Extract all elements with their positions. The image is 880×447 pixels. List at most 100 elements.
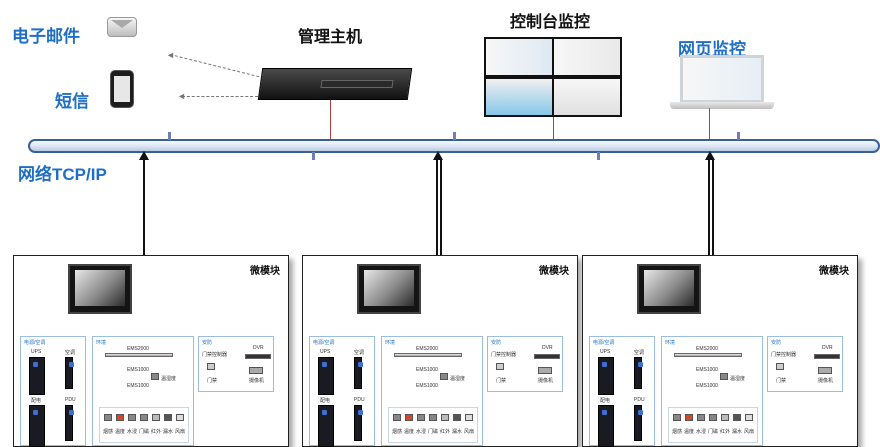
ac-label: 空调 bbox=[354, 350, 365, 356]
power-cooling-panel: 电源/空调 UPS 空调 配电 PDU bbox=[309, 336, 375, 447]
ems1000a-label: EMS1000 bbox=[127, 367, 149, 373]
module-title: 微模块 bbox=[250, 266, 280, 277]
uplink-arrow-2b bbox=[440, 158, 442, 255]
sensor-icon bbox=[685, 414, 693, 421]
temp-hum-sensor bbox=[151, 373, 159, 380]
pdu-cabinet bbox=[29, 405, 45, 447]
environment-panel: 环境 EMS2000 EMS1000 EMS1000 温湿度 烟感 温度 水浸 … bbox=[381, 336, 483, 446]
sensor-strip: 烟感 温度 水浸 门磁 红外 漏水 风扇 bbox=[668, 407, 758, 443]
camera-icon bbox=[538, 367, 552, 374]
host-label: 管理主机 bbox=[298, 29, 363, 46]
ems1000a-label: EMS1000 bbox=[416, 367, 438, 373]
uplink-arrow-3a bbox=[708, 158, 710, 255]
security-panel: 安防 门禁控制器 DVR 门禁 摄像机 bbox=[767, 336, 843, 392]
phone-icon bbox=[110, 70, 134, 108]
server-icon bbox=[257, 68, 413, 100]
pdu-cabinet bbox=[318, 405, 334, 447]
environment-label: 环境 bbox=[665, 340, 676, 346]
uplink-arrow-2a bbox=[436, 158, 438, 255]
door-short-label: 门禁 bbox=[496, 378, 507, 384]
camera-icon bbox=[249, 367, 263, 374]
dvr-device bbox=[814, 354, 840, 359]
ups-label: UPS bbox=[600, 349, 611, 355]
temp-hum-label: 温湿度 bbox=[730, 376, 746, 382]
host-link bbox=[330, 100, 331, 140]
sensor-icon bbox=[429, 414, 437, 421]
sensor-label: 水浸 bbox=[416, 429, 427, 435]
power-cooling-label: 电源/空调 bbox=[24, 340, 46, 346]
sensor-label: 风扇 bbox=[464, 429, 475, 435]
power-cooling-label: 电源/空调 bbox=[593, 340, 615, 346]
dvr-device bbox=[534, 354, 560, 359]
dvr-device bbox=[245, 354, 271, 359]
micro-module-1: 微模块 电源/空调 UPS 空调 配电 PDU 环境 EMS2000 EMS10… bbox=[13, 255, 289, 447]
sensor-icon bbox=[104, 414, 112, 421]
sensor-icon bbox=[405, 414, 413, 421]
sensor-icon bbox=[465, 414, 473, 421]
ems2000-device bbox=[394, 353, 462, 357]
environment-panel: 环境 EMS2000 EMS1000 EMS1000 温湿度 烟感 温度 水浸 … bbox=[92, 336, 194, 446]
ems1000b-label: EMS1000 bbox=[416, 383, 438, 389]
dashed-arrow-sms bbox=[182, 96, 258, 97]
pdu-strip bbox=[354, 405, 363, 441]
ups-label: UPS bbox=[320, 349, 331, 355]
sms-label: 短信 bbox=[55, 92, 89, 111]
sensor-label: 红外 bbox=[151, 429, 162, 435]
module-monitor bbox=[357, 264, 421, 314]
sensor-icon bbox=[152, 414, 160, 421]
ems2000-label: EMS2000 bbox=[127, 346, 149, 352]
security-label: 安防 bbox=[491, 340, 502, 346]
pdu-strip bbox=[634, 405, 643, 441]
console-monitor-3 bbox=[484, 77, 554, 117]
sensor-label: 风扇 bbox=[175, 429, 186, 435]
sensor-label: 风扇 bbox=[744, 429, 755, 435]
micro-module-2: 微模块 电源/空调 UPS 空调 配电 PDU 环境 EMS2000 EMS10… bbox=[302, 255, 578, 447]
bus-tick bbox=[168, 132, 171, 140]
bus-tick bbox=[737, 132, 740, 140]
sensor-label: 红外 bbox=[720, 429, 731, 435]
sensor-label: 红外 bbox=[440, 429, 451, 435]
door-label: 门禁控制器 bbox=[491, 352, 517, 358]
temp-hum-sensor bbox=[720, 373, 728, 380]
ac-label: 空调 bbox=[65, 350, 76, 356]
ac-cabinet bbox=[65, 357, 74, 389]
dvr-label: DVR bbox=[542, 345, 553, 351]
sensor-icon bbox=[417, 414, 425, 421]
pdu-label: PDU bbox=[634, 397, 645, 403]
console-monitor-2 bbox=[552, 37, 622, 77]
bus-tick bbox=[453, 132, 456, 140]
environment-label: 环境 bbox=[385, 340, 396, 346]
camera-label: 摄像机 bbox=[538, 378, 554, 384]
sensor-label: 水浸 bbox=[696, 429, 707, 435]
uplink-arrow-1 bbox=[143, 158, 145, 255]
door-short-label: 门禁 bbox=[776, 378, 787, 384]
console-monitor-4 bbox=[552, 77, 622, 117]
sensor-icon bbox=[697, 414, 705, 421]
ems2000-device bbox=[105, 353, 173, 357]
sensor-label: 烟感 bbox=[103, 429, 114, 435]
power-cooling-panel: 电源/空调 UPS 空调 配电 PDU bbox=[20, 336, 86, 447]
door-controller bbox=[776, 363, 784, 370]
pdu-cabinet bbox=[598, 405, 614, 447]
sensor-icon bbox=[176, 414, 184, 421]
bus-tick bbox=[312, 152, 315, 160]
pdu-label: PDU bbox=[65, 397, 76, 403]
arrowhead-3 bbox=[705, 151, 715, 160]
dvr-label: DVR bbox=[822, 345, 833, 351]
ems1000b-label: EMS1000 bbox=[696, 383, 718, 389]
ups-cabinet bbox=[598, 357, 614, 395]
micro-module-3: 微模块 电源/空调 UPS 空调 配电 PDU 环境 EMS2000 EMS10… bbox=[582, 255, 858, 447]
sensor-label: 温度 bbox=[684, 429, 695, 435]
dashed-arrowhead-sms: ◄ bbox=[177, 91, 186, 101]
sensor-icon bbox=[441, 414, 449, 421]
temp-hum-label: 温湿度 bbox=[161, 376, 177, 382]
pdu-cab-label: 配电 bbox=[31, 398, 42, 404]
pdu-strip bbox=[65, 405, 74, 441]
ems2000-label: EMS2000 bbox=[696, 346, 718, 352]
network-bus bbox=[28, 139, 880, 153]
environment-label: 环境 bbox=[96, 340, 107, 346]
sensor-icon bbox=[164, 414, 172, 421]
network-label: 网络TCP/IP bbox=[18, 165, 107, 184]
ups-cabinet bbox=[29, 357, 45, 395]
sensor-icon bbox=[745, 414, 753, 421]
